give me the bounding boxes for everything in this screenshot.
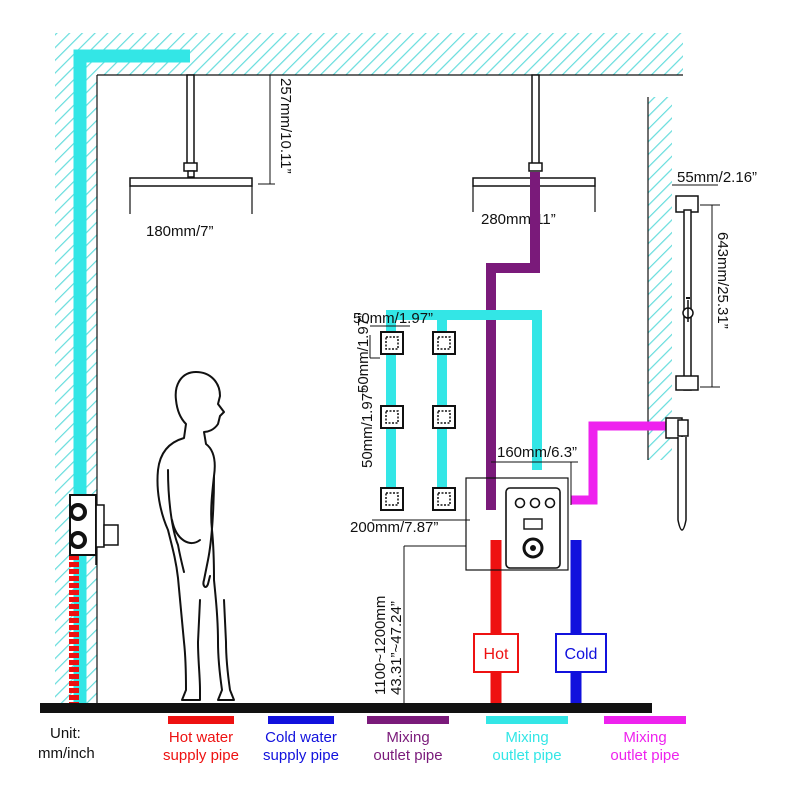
left-wall-cyan-pipe <box>73 49 190 703</box>
legend-hot-line2: supply pipe <box>163 747 239 764</box>
small-head-width-label: 180mm/7” <box>146 223 214 240</box>
large-head-width-label: 280mm/11” <box>481 211 556 228</box>
legend-item-cold-water: Cold water supply pipe <box>263 716 339 764</box>
body-jet <box>380 487 404 511</box>
hot-pipe-label: Hot <box>484 646 509 663</box>
valve-width-label: 160mm/6.3” <box>497 444 577 461</box>
cyan-body-jet-pipes <box>386 310 542 500</box>
body-jet <box>380 331 404 355</box>
legend: Unit: mm/inch Hot water supply pipe Cold… <box>38 716 686 764</box>
slide-bar <box>675 195 699 391</box>
legend-cyan-line2: outlet pipe <box>492 747 561 764</box>
slide-bar-dimensions <box>672 184 720 388</box>
unit-value: mm/inch <box>38 745 95 762</box>
body-jet <box>380 405 404 429</box>
valve-height-inch-label: 43.31”~47.24” <box>388 601 405 695</box>
small-rain-shower-head <box>129 74 253 214</box>
hand-shower <box>665 417 689 531</box>
slide-bar-holder-label: 55mm/2.16” <box>677 169 757 186</box>
legend-cyan-line1: Mixing <box>505 729 548 746</box>
floor-line <box>40 703 652 713</box>
legend-magenta-line2: outlet pipe <box>610 747 679 764</box>
body-jet <box>432 405 456 429</box>
legend-cold-line1: Cold water <box>265 729 337 746</box>
slide-bar-length-label: 643mm/25.31” <box>714 232 731 329</box>
legend-hot-line1: Hot water <box>169 729 233 746</box>
cold-pipe-label: Cold <box>565 646 598 663</box>
legend-purple-line2: outlet pipe <box>373 747 442 764</box>
purple-mixing-pipe <box>486 172 540 510</box>
valve-height-dimension <box>403 545 466 703</box>
human-figure <box>156 371 235 701</box>
ceiling-drop-label: 257mm/10.11” <box>277 78 294 174</box>
body-jet-width-label: 50mm/1.97” <box>353 310 433 327</box>
legend-item-cyan-mixing: Mixing outlet pipe <box>486 716 568 764</box>
cold-pipe-tag: Cold <box>555 633 607 673</box>
ceiling-drop-dimension: 257mm/10.11” <box>255 74 294 185</box>
unit-label: Unit: <box>50 725 81 742</box>
jet-dimensions <box>369 325 470 521</box>
legend-cold-line2: supply pipe <box>263 747 339 764</box>
body-jet <box>432 487 456 511</box>
legend-item-hot-water: Hot water supply pipe <box>163 716 239 764</box>
legend-item-magenta-mixing: Mixing outlet pipe <box>604 716 686 764</box>
jet-vertical-spacing-label: 50mm/1.97” <box>359 388 376 468</box>
legend-purple-line1: Mixing <box>386 729 429 746</box>
left-wall-valve <box>69 494 119 565</box>
hot-pipe-tag: Hot <box>473 633 519 673</box>
body-jets <box>380 331 456 511</box>
body-jet-height-label: 50mm/1.97” <box>355 313 372 393</box>
valve-height-mm-label: 1100~1200mm <box>372 596 389 695</box>
valve-width-dimension <box>491 461 578 505</box>
legend-item-purple-mixing: Mixing outlet pipe <box>367 716 449 764</box>
mixing-valve <box>465 477 569 571</box>
magenta-hand-shower-pipe <box>571 421 668 505</box>
legend-magenta-line1: Mixing <box>623 729 666 746</box>
right-wall-hatch <box>648 97 672 460</box>
jet-horizontal-spacing-label: 200mm/7.87” <box>350 519 438 536</box>
body-jet <box>432 331 456 355</box>
